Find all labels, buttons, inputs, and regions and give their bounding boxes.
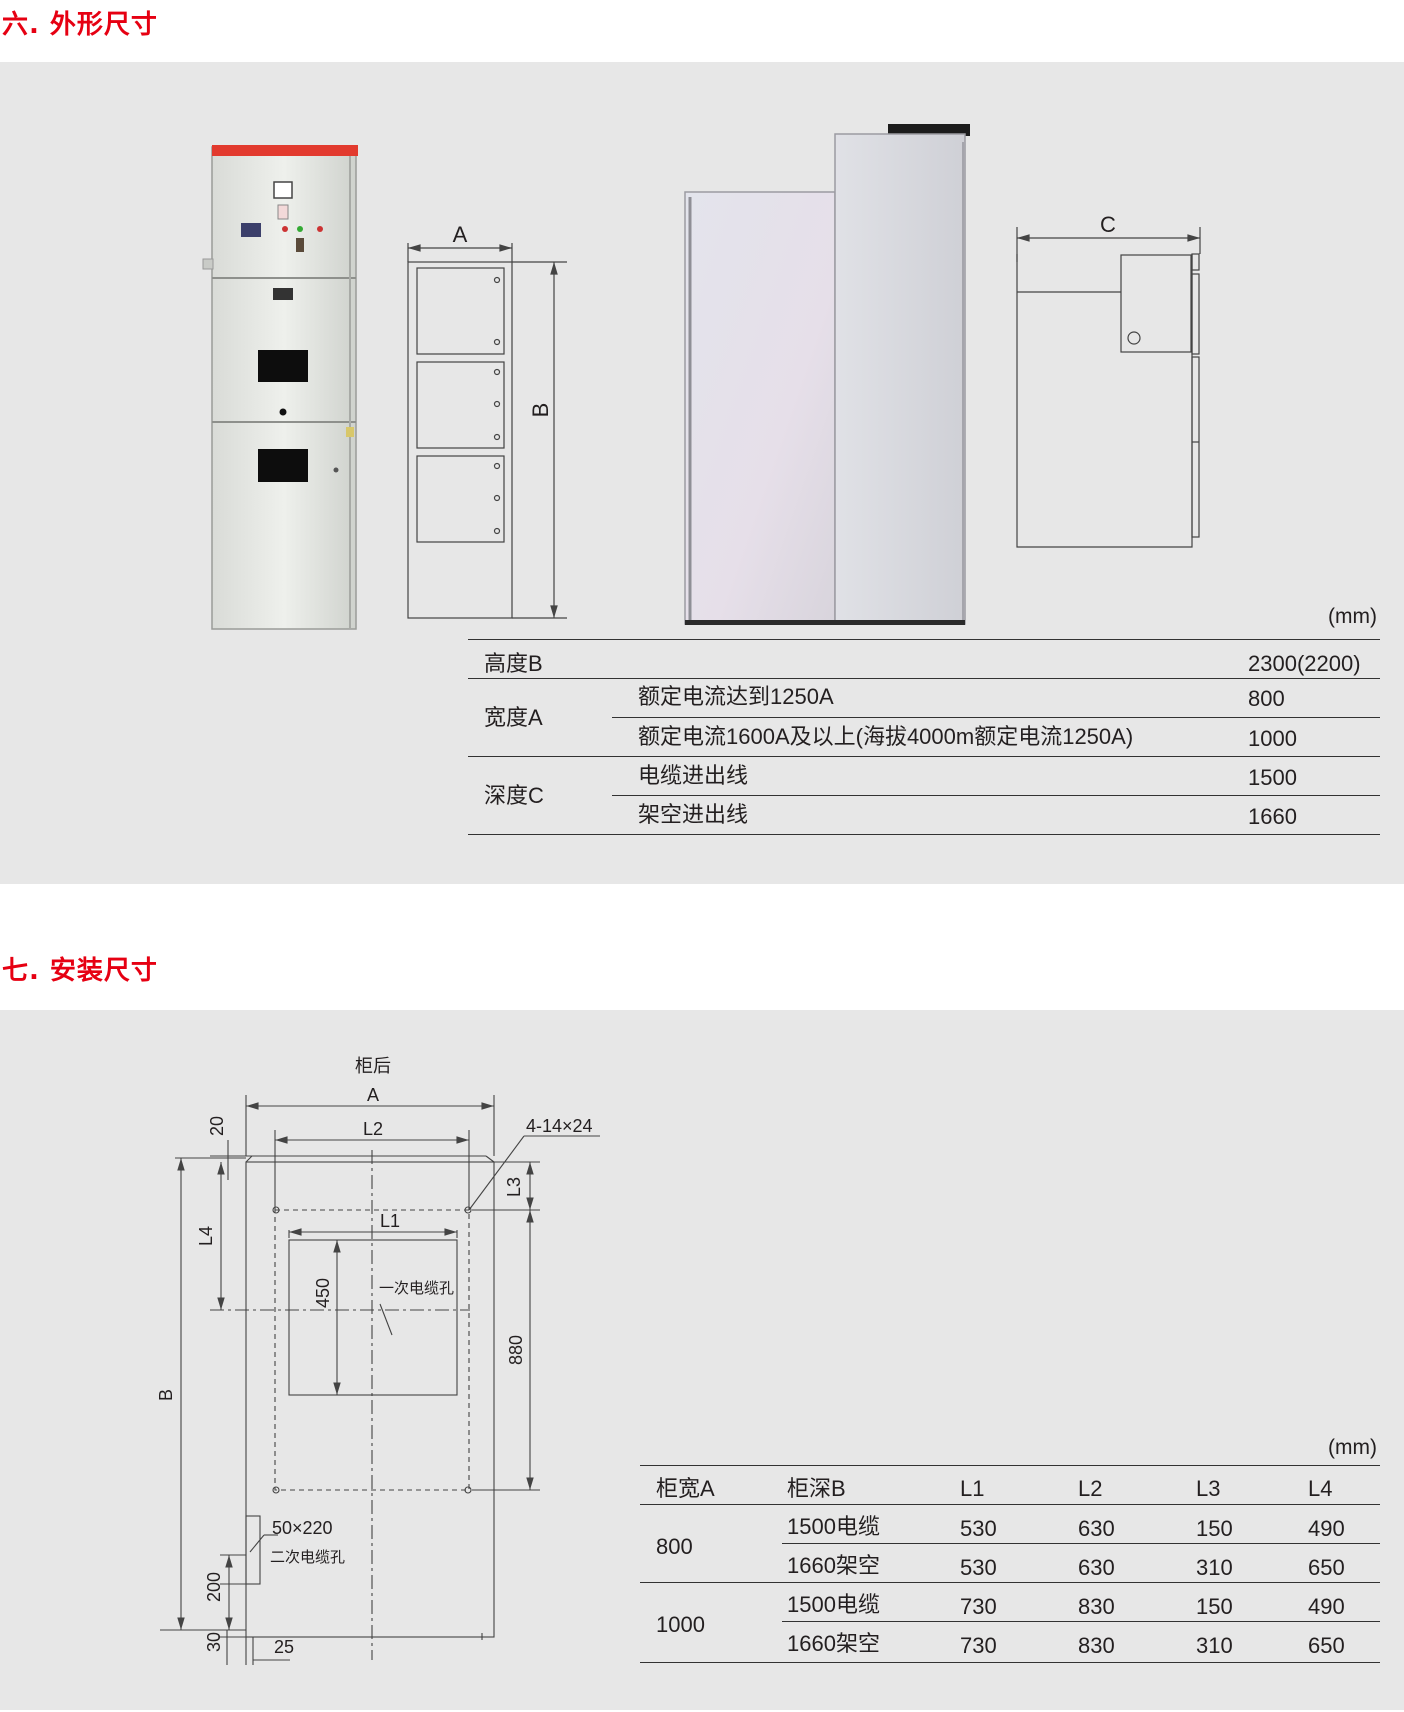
depth-row-2-desc: 架空进出线 xyxy=(638,802,749,827)
outline-unit: (mm) xyxy=(1328,605,1377,628)
section-title-outline: 六. 外形尺寸 xyxy=(2,10,158,40)
table-cell: 630 xyxy=(1078,1555,1115,1580)
table-cell: 630 xyxy=(1078,1516,1115,1541)
table-cell: 830 xyxy=(1078,1633,1115,1658)
install-lines xyxy=(160,1095,600,1665)
width-row-1-value: 800 xyxy=(1248,686,1285,711)
header-cabinet-depth: 柜深B xyxy=(787,1476,846,1501)
header-cabinet-width: 柜宽A xyxy=(656,1476,715,1501)
width-label: 宽度A xyxy=(484,705,543,730)
install-dim-880: 880 xyxy=(506,1335,526,1365)
table-cell: 150 xyxy=(1196,1594,1233,1619)
table-cell: 530 xyxy=(960,1516,997,1541)
table-cell: 730 xyxy=(960,1633,997,1658)
width-row-1-desc: 额定电流达到1250A xyxy=(638,684,834,709)
install-unit: (mm) xyxy=(1328,1436,1377,1459)
front-outline-drawing xyxy=(407,243,567,619)
table-cell: 1660架空 xyxy=(787,1631,880,1656)
depth-row-2-value: 1660 xyxy=(1248,804,1297,829)
height-label: 高度B xyxy=(484,651,543,676)
header-l3: L3 xyxy=(1196,1476,1221,1501)
install-dim-l1: L1 xyxy=(380,1211,400,1231)
secondary-size-label: 50×220 xyxy=(272,1518,333,1538)
table-cell: 1500电缆 xyxy=(787,1592,880,1617)
install-dim-200: 200 xyxy=(204,1572,224,1602)
outline-drawing: A B C xyxy=(202,124,1201,630)
table-cell: 310 xyxy=(1196,1633,1233,1658)
primary-hole-label: 一次电缆孔 xyxy=(379,1280,454,1297)
header-l2: L2 xyxy=(1078,1476,1103,1501)
install-drawing: 柜后 A L2 L1 L3 L4 B 20 450 880 200 30 25 … xyxy=(156,1056,600,1665)
table-cell: 310 xyxy=(1196,1555,1233,1580)
depth-label: 深度C xyxy=(484,783,544,808)
height-value: 2300(2200) xyxy=(1248,651,1361,676)
table-cell: 1500电缆 xyxy=(787,1514,880,1539)
dim-b-label: B xyxy=(528,403,553,418)
table-cell: 150 xyxy=(1196,1516,1233,1541)
table-cell: 490 xyxy=(1308,1594,1345,1619)
table-cell: 530 xyxy=(960,1555,997,1580)
cabinet-side-photo xyxy=(684,124,970,625)
holes-label: 4-14×24 xyxy=(526,1116,593,1136)
width-row-2-value: 1000 xyxy=(1248,726,1297,751)
install-dim-25: 25 xyxy=(274,1637,294,1657)
header-l4: L4 xyxy=(1308,1476,1333,1501)
install-dim-b: B xyxy=(156,1389,176,1401)
dim-a-label: A xyxy=(453,222,468,247)
install-dim-a: A xyxy=(367,1085,379,1105)
depth-row-1-desc: 电缆进出线 xyxy=(638,763,749,788)
group-width-800: 800 xyxy=(656,1534,693,1559)
dim-c-label: C xyxy=(1100,212,1116,237)
install-labels: 柜后 A L2 L1 L3 L4 B 20 450 880 200 30 25 … xyxy=(156,1056,593,1657)
secondary-hole-label: 二次电缆孔 xyxy=(270,1549,345,1566)
install-dim-20: 20 xyxy=(207,1116,227,1136)
table-cell: 650 xyxy=(1308,1555,1345,1580)
rear-label: 柜后 xyxy=(355,1056,391,1076)
cabinet-front-photo xyxy=(202,145,358,630)
table-cell: 830 xyxy=(1078,1594,1115,1619)
install-dim-450: 450 xyxy=(313,1278,333,1308)
install-dim-30: 30 xyxy=(204,1632,224,1652)
group-width-1000: 1000 xyxy=(656,1612,705,1637)
install-dim-l3: L3 xyxy=(504,1177,524,1197)
install-dim-l4: L4 xyxy=(196,1226,216,1246)
side-outline-drawing xyxy=(1016,227,1201,548)
section-title-install: 七. 安装尺寸 xyxy=(2,956,158,986)
outline-panel: A B C (mm) xyxy=(0,62,1404,884)
depth-row-1-value: 1500 xyxy=(1248,765,1297,790)
width-row-2-desc: 额定电流1600A及以上(海拔4000m额定电流1250A) xyxy=(638,724,1134,749)
header-l1: L1 xyxy=(960,1476,985,1501)
install-dim-l2: L2 xyxy=(363,1119,383,1139)
table-cell: 730 xyxy=(960,1594,997,1619)
table-cell: 490 xyxy=(1308,1516,1345,1541)
table-cell: 650 xyxy=(1308,1633,1345,1658)
outline-dimension-table: (mm) 高度B 2300(2200) 宽度A 额定电流达到1250A 800 … xyxy=(0,62,1404,884)
install-dimension-table: (mm) 柜宽A 柜深B L1 L2 L3 L4 800 1500电缆 530 … xyxy=(0,1010,1404,1710)
install-panel: 柜后 A L2 L1 L3 L4 B 20 450 880 200 30 25 … xyxy=(0,1010,1404,1710)
table-cell: 1660架空 xyxy=(787,1553,880,1578)
